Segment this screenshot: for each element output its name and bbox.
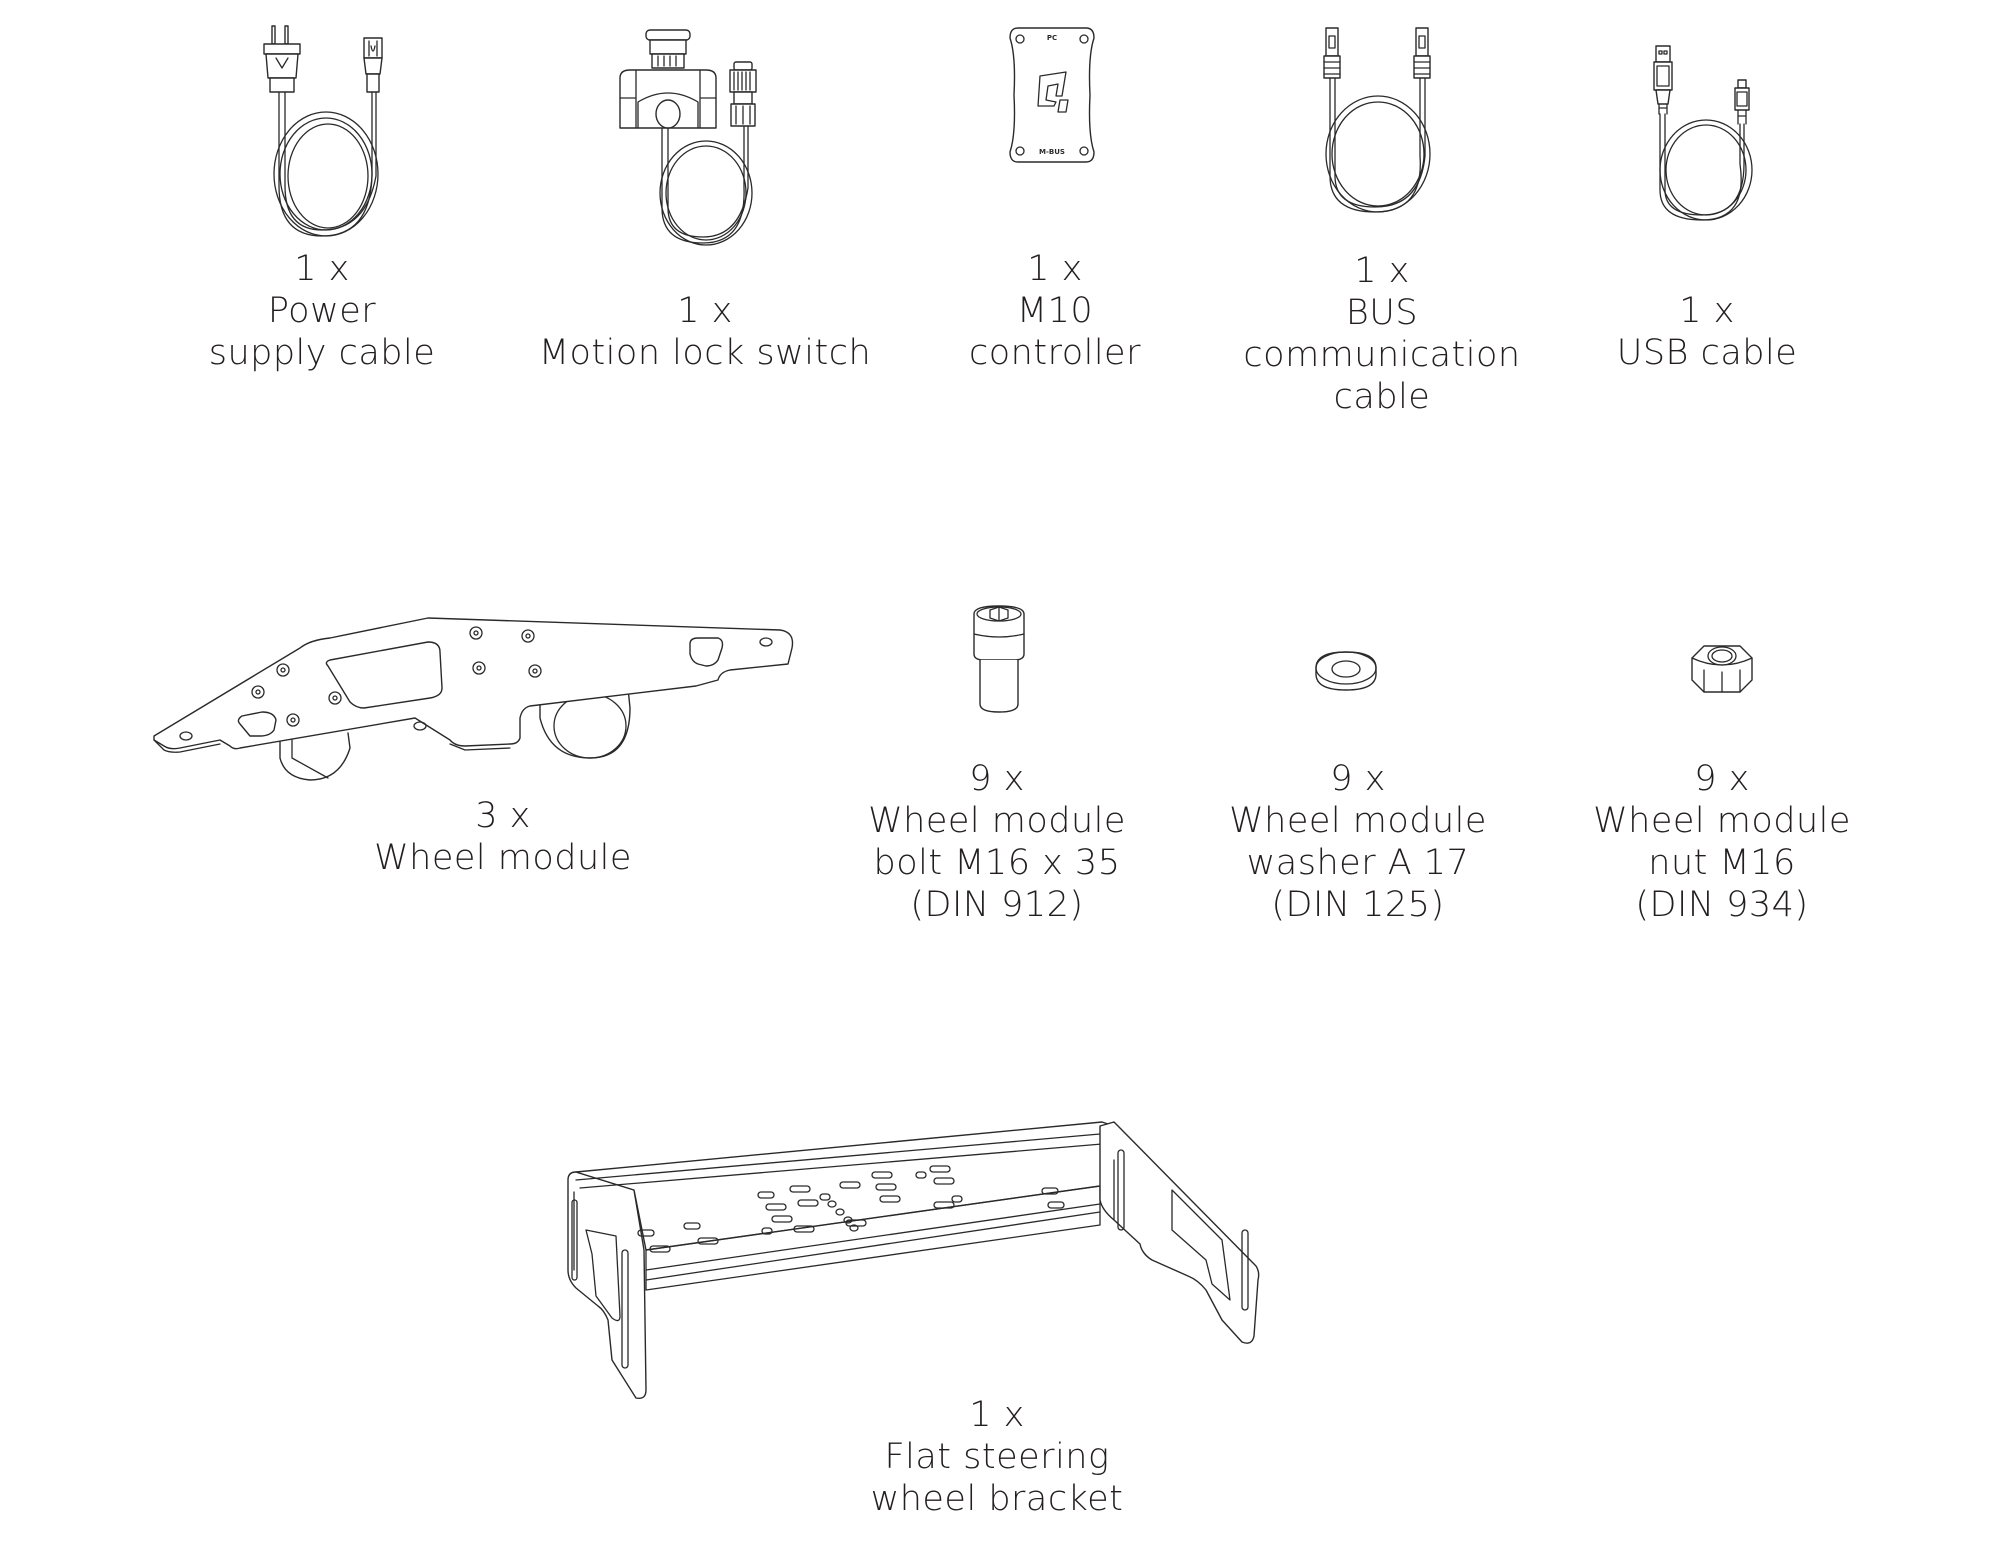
part-label: 9 x Wheel module bolt M16 x 35 (DIN 912) [868,758,1126,926]
part-name-line: (DIN 934) [1635,885,1809,925]
part-quantity: 1 x [294,249,350,289]
part-quantity: 3 x [475,796,531,836]
part-name-line: (DIN 912) [910,885,1084,925]
part-name-line: M10 [1016,291,1094,331]
wheel-module-icon [150,608,810,788]
part-name-line: Wheel module [868,801,1126,841]
part-quantity: 9 x [969,759,1025,799]
part-quantity: 1 x [677,291,733,331]
part-name-line: Wheel module [1229,801,1487,841]
part-label: 1 x BUS communication cable [1243,250,1520,418]
nut-icon [1690,642,1754,694]
part-name-line: controller [969,333,1141,373]
part-name-line: cable [1333,377,1431,417]
part-name-line: USB cable [1616,333,1798,373]
part-name-line: nut M16 [1648,843,1796,883]
part-name-line: (DIN 125) [1271,885,1445,925]
part-name-line: washer A 17 [1246,843,1470,883]
bus-cable-icon [1320,26,1436,216]
washer-icon [1314,648,1378,692]
part-name-line: Wheel module [374,838,632,878]
part-name-line: Flat steering [884,1437,1110,1477]
part-quantity: 9 x [1694,759,1750,799]
bolt-icon [970,604,1028,714]
part-label: 1 x Power supply cable [209,248,436,374]
part-label: 9 x Wheel module nut M16 (DIN 934) [1593,758,1851,926]
part-quantity: 9 x [1330,759,1386,799]
part-name-line: Power [267,291,377,331]
controller-port-label-mbus: M-BUS [1039,148,1065,156]
part-quantity: 1 x [1027,249,1083,289]
part-name-line: bolt M16 x 35 [873,843,1121,883]
power-cable-icon [262,25,392,241]
controller-port-label-pc: PC [1047,34,1057,42]
controller-icon: PC M-BUS [1008,26,1096,164]
part-label: 9 x Wheel module washer A 17 (DIN 125) [1229,758,1487,926]
part-quantity: 1 x [1679,291,1735,331]
part-label: 1 x M10 controller [969,248,1141,374]
part-name-line: BUS [1345,293,1419,333]
bracket-icon [562,1120,1434,1405]
part-label: 1 x Flat steering wheel bracket [871,1394,1124,1520]
part-label: 3 x Wheel module [374,795,632,879]
part-name-line: communication [1243,335,1521,375]
part-name-line: wheel bracket [870,1479,1124,1519]
part-quantity: 1 x [1354,251,1410,291]
part-label: 1 x Motion lock switch [539,290,871,374]
usb-cable-icon [1652,44,1758,224]
part-name-line: supply cable [208,333,436,373]
motion-lock-switch-icon [618,28,763,248]
part-name-line: Motion lock switch [538,333,872,373]
part-name-line: Wheel module [1593,801,1851,841]
part-label: 1 x USB cable [1617,290,1798,374]
part-quantity: 1 x [969,1395,1025,1435]
